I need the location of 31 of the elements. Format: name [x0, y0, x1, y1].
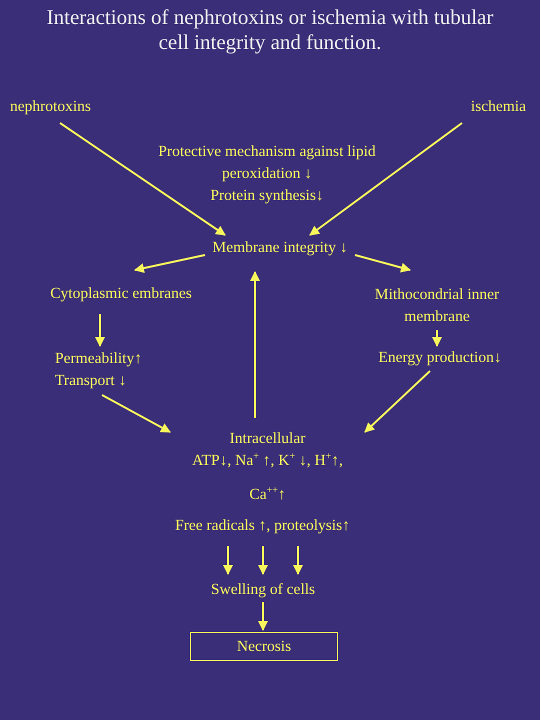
- note-text: Protein synthesis↓: [209, 186, 325, 206]
- node-label: Ca$^{++}$↑: [248, 484, 287, 505]
- arrow: [309, 122, 463, 236]
- outcome-box: [190, 632, 338, 661]
- arrow: [432, 330, 442, 347]
- node-label: Energy production↓: [377, 348, 503, 368]
- node-label: Cytoplasmic embranes: [49, 284, 193, 304]
- node-label: Transport ↓: [55, 371, 128, 391]
- arrow: [293, 546, 303, 575]
- node-label: Free radicals ↑, proteolysis↑: [174, 516, 351, 536]
- arrow: [258, 602, 268, 631]
- arrow: [59, 122, 226, 236]
- arrow: [102, 394, 171, 433]
- arrow: [354, 254, 411, 272]
- node-label: Necrosis: [236, 636, 292, 656]
- arrow: [364, 370, 431, 433]
- node-label: Swelling of cells: [210, 580, 316, 600]
- arrow: [223, 546, 233, 575]
- node-label: Mithocondrial inner membrane: [374, 285, 500, 327]
- diagram-title: Interactions of nephrotoxins or ischemia with tubular cell integrity and function.: [46, 5, 494, 55]
- node-label: ATP↓, Na$^{+}$ ↑, K$^{+}$ ↓, H$^{+}$↑,: [191, 450, 344, 471]
- arrow: [95, 314, 105, 347]
- note-text: Protective mechanism against lipid peroxidation ↓: [157, 142, 377, 184]
- arrow: [258, 546, 268, 575]
- arrow: [134, 254, 206, 273]
- node-label: nephrotoxins: [10, 97, 92, 117]
- node-label: Permeability↑: [55, 349, 143, 369]
- arrow: [250, 271, 260, 418]
- node-label: Intracellular: [228, 429, 306, 449]
- node-label: ischemia: [470, 97, 526, 117]
- node-label: Membrane integrity ↓: [211, 238, 349, 258]
